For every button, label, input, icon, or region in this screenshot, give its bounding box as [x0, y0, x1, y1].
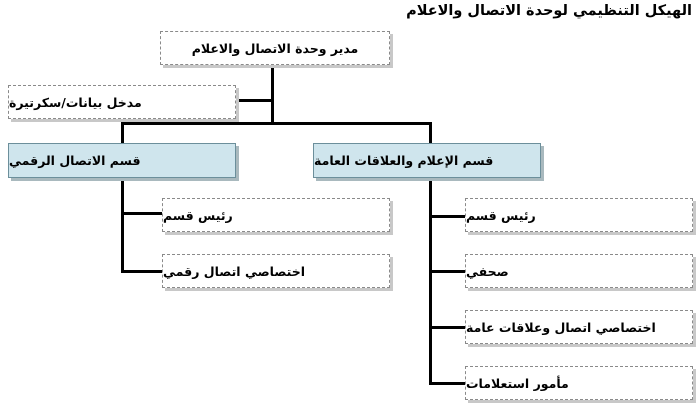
connector-drop-media [429, 122, 432, 144]
connector-media-staff-1 [429, 215, 466, 218]
connector-media-trunk [429, 178, 432, 385]
staff-box-media-1: رئيس قسم [465, 198, 693, 232]
staff-box-media-3: اختصاصي اتصال وعلاقات عامة [465, 310, 693, 344]
secretary-box: مدخل بيانات/سكرتيرة [8, 85, 236, 119]
department-box-media: قسم الإعلام والعلاقات العامة [313, 143, 541, 178]
department-box-digital: قسم الاتصال الرقمي [8, 143, 236, 178]
manager-box: مدير وحدة الاتصال والاعلام [160, 31, 390, 65]
connector-drop-digital [121, 122, 124, 144]
connector-digital-trunk [121, 178, 124, 273]
chart-title: الهيكل التنظيمي لوحدة الاتصال والاعلام [406, 3, 692, 19]
connector-secretary [237, 99, 273, 102]
staff-label: اختصاصي اتصال رقمي [163, 263, 306, 279]
staff-box-digital-1: رئيس قسم [162, 198, 390, 232]
connector-vertical-to-departments [271, 100, 274, 124]
connector-horizontal-bar [121, 122, 432, 125]
secretary-label: مدخل بيانات/سكرتيرة [9, 94, 142, 110]
staff-label: رئيس قسم [466, 207, 536, 223]
staff-label: رئيس قسم [163, 207, 233, 223]
staff-label: صحفي [466, 263, 509, 279]
connector-digital-staff-1 [121, 212, 163, 215]
connector-media-staff-4 [429, 382, 466, 385]
staff-box-media-2: صحفي [465, 254, 693, 288]
connector-media-staff-2 [429, 270, 466, 273]
connector-media-staff-3 [429, 326, 466, 329]
connector-digital-staff-2 [121, 270, 163, 273]
department-label: قسم الاتصال الرقمي [9, 153, 141, 168]
connector-manager-down [271, 65, 274, 103]
staff-box-media-4: مأمور استعلامات [465, 366, 693, 400]
department-label: قسم الإعلام والعلاقات العامة [314, 153, 494, 168]
staff-box-digital-2: اختصاصي اتصال رقمي [162, 254, 390, 288]
staff-label: مأمور استعلامات [466, 375, 569, 391]
manager-label: مدير وحدة الاتصال والاعلام [191, 40, 359, 56]
staff-label: اختصاصي اتصال وعلاقات عامة [466, 319, 656, 335]
